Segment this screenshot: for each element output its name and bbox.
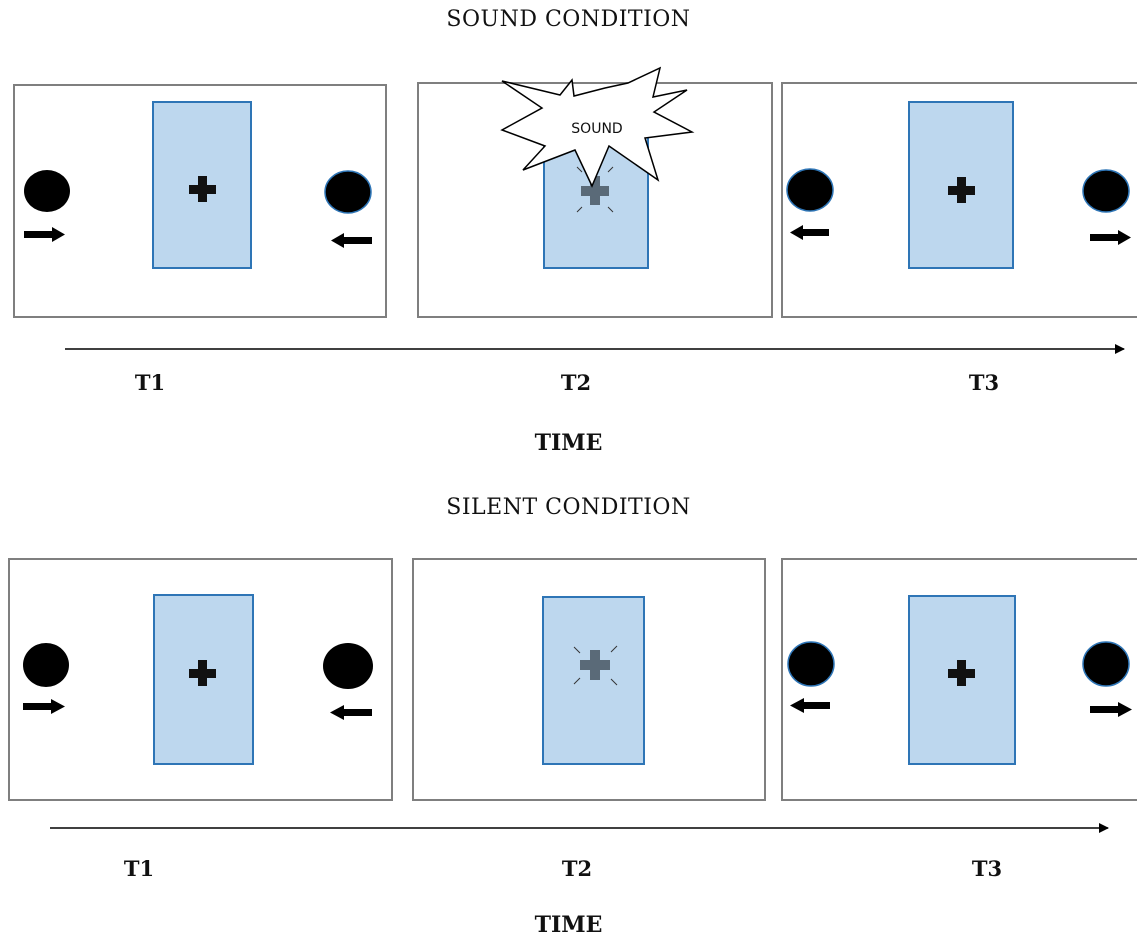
silent-condition <box>8 558 1137 833</box>
sound-time-axis-label: TIME <box>534 430 603 456</box>
fixation-cross <box>948 660 975 686</box>
left-ball <box>23 643 69 687</box>
right-ball <box>323 643 373 689</box>
left-arrow-icon <box>331 233 372 248</box>
screen-panel <box>542 596 645 765</box>
left-arrow-icon <box>330 705 372 720</box>
right-ball <box>1082 641 1130 687</box>
right-ball <box>1082 169 1130 213</box>
silent-condition-title: SILENT CONDITION <box>446 495 691 520</box>
left-ball <box>24 170 70 212</box>
sound-condition-title: SOUND CONDITION <box>446 7 691 32</box>
silent-frame-t3 <box>781 558 1137 801</box>
sound-frame-t3 <box>781 82 1137 318</box>
silent-time-point-t3: T3 <box>971 856 1003 881</box>
right-arrow-icon <box>1090 230 1131 245</box>
sound-condition <box>13 66 1137 354</box>
fixation-cross <box>189 176 216 202</box>
sound-time-point-t3: T3 <box>968 370 1000 395</box>
silent-frame-t2 <box>412 558 766 801</box>
silent-time-point-t2: T2 <box>561 856 593 881</box>
sound-frame-t2 <box>417 66 773 318</box>
sound-time-point-t1: T1 <box>134 370 166 395</box>
fixation-cross-dim <box>573 645 618 686</box>
right-ball <box>324 170 372 214</box>
left-ball <box>786 168 834 212</box>
right-arrow-icon <box>24 227 65 242</box>
sound-frame-t1 <box>13 84 387 318</box>
silent-time-point-t1: T1 <box>123 856 155 881</box>
left-arrow-icon <box>790 698 830 713</box>
sound-stimulus-label: SOUND <box>571 121 622 137</box>
silent-frame-t1 <box>8 558 393 801</box>
sound-time-point-t2: T2 <box>560 370 592 395</box>
silent-time-axis-label: TIME <box>534 912 603 938</box>
right-arrow-icon <box>23 699 65 714</box>
right-arrow-icon <box>1090 702 1132 717</box>
fixation-cross <box>189 660 216 686</box>
left-ball <box>787 641 835 687</box>
left-arrow-icon <box>790 225 829 240</box>
fixation-cross-dim <box>576 166 614 213</box>
sound-burst-icon <box>500 66 695 188</box>
fixation-cross <box>948 177 975 203</box>
